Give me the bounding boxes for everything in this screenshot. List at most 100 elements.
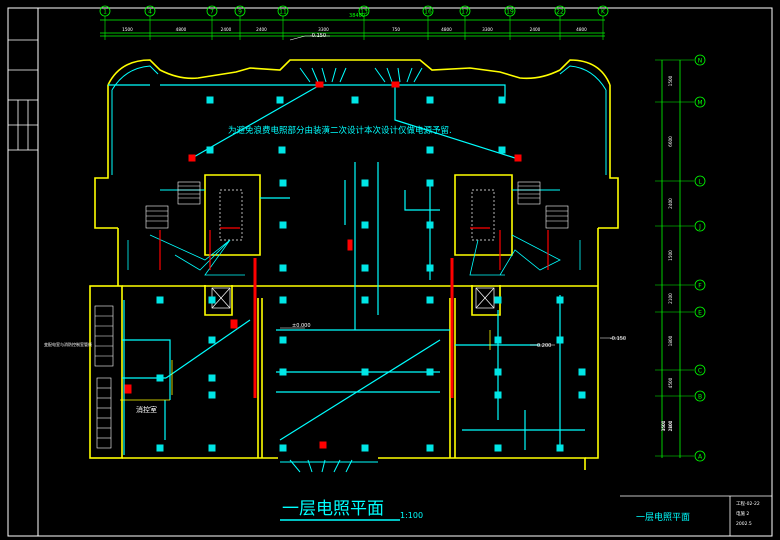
dimension-value: 4500 (668, 377, 673, 388)
elevation-exterior: -0.150 (610, 336, 626, 342)
light-fixture (361, 221, 369, 229)
light-fixture (426, 221, 434, 229)
dimension-value: 2400 (530, 27, 541, 32)
grid-bubble-top: 7 (206, 5, 218, 40)
grid-label-right: B (698, 394, 702, 401)
grid-label-top: 7 (210, 9, 214, 16)
light-fixture (361, 444, 369, 452)
elevation-center: ±0.000 (292, 323, 311, 329)
light-fixture (361, 179, 369, 187)
grid-bubble-right: F (655, 279, 706, 291)
building-walls (89, 59, 619, 470)
bottom-entrance (280, 459, 378, 473)
dimension-value: 3600 (661, 420, 666, 431)
dimension-value: 1500 (668, 75, 673, 86)
dimension-value: 1500 (122, 27, 133, 32)
light-fixture (426, 264, 434, 272)
binding-strip (7, 39, 39, 151)
grid-label-right: C (698, 368, 702, 375)
light-fixture (279, 444, 287, 452)
distribution-panels (124, 81, 522, 449)
dimension-value: 750 (392, 27, 400, 32)
light-fixture (494, 296, 502, 304)
light-fixture (426, 179, 434, 187)
light-fixture (494, 391, 502, 399)
design-note: 为避免浪费电照部分由装潢二次设计本次设计仅做电源予留. (228, 125, 452, 136)
light-fixture (279, 221, 287, 229)
light-fixture (279, 296, 287, 304)
total-dimension: 38400 (349, 13, 365, 19)
dimension-value: 6600 (668, 136, 673, 147)
light-fixture (556, 336, 564, 344)
stair-symbols (94, 181, 569, 449)
light-fixture (208, 391, 216, 399)
grid-label-right: M (697, 100, 702, 107)
white-annotations (280, 35, 625, 346)
grid-bubble-right: E (655, 306, 706, 318)
dimension-value: 2100 (668, 420, 673, 431)
grid-bubble-right: C (655, 364, 706, 376)
grid-bubble-top: 22 (554, 5, 566, 40)
title-block (620, 495, 772, 536)
light-fixture (361, 296, 369, 304)
light-fixture (156, 296, 164, 304)
light-fixture (278, 146, 286, 154)
light-fixture (279, 336, 287, 344)
light-fixture (279, 264, 287, 272)
circuit-lines-yellow (120, 330, 491, 401)
titleblock-date: 2002.5 (736, 521, 752, 527)
light-fixture (279, 179, 287, 187)
grid-bubble-right: A (655, 450, 706, 462)
dims-right-column: 1500660024001500210018004500210018001500… (661, 75, 673, 431)
elevation-right: 0.200 (537, 343, 551, 349)
titleblock-sheet: 电施 2 (736, 510, 749, 517)
grid-label-top: 9 (238, 9, 242, 16)
light-fixture (498, 146, 506, 154)
grid-label-top: 16 (424, 9, 432, 16)
elevator-shafts (211, 287, 495, 309)
light-fixture (206, 146, 214, 154)
sheet-frame (7, 7, 773, 537)
light-fixture (494, 368, 502, 376)
dimension-value: 4800 (441, 27, 452, 32)
light-fixture (208, 444, 216, 452)
grid-bubble-top: 4 (144, 5, 156, 40)
drawing-scale: 1:100 (400, 511, 423, 520)
light-fixture (156, 374, 164, 382)
light-fixture (279, 368, 287, 376)
light-fixture (578, 368, 586, 376)
dimension-value: 3300 (318, 27, 329, 32)
grid-bubble-top: 11 (277, 5, 289, 40)
light-fixture (498, 96, 506, 104)
drawing-title: 一层电照平面 (282, 499, 384, 519)
grid-label-top: 19 (506, 9, 514, 16)
light-fixtures (156, 96, 586, 452)
feeder-lines (253, 258, 454, 398)
light-fixture (556, 444, 564, 452)
dimension-value: 2400 (221, 27, 232, 32)
dimension-value: 2400 (668, 198, 673, 209)
light-fixture (156, 444, 164, 452)
grid-label-right: N (698, 58, 703, 65)
light-fixture (426, 296, 434, 304)
light-fixture (426, 444, 434, 452)
light-fixture (494, 444, 502, 452)
dimension-value: 1800 (668, 335, 673, 346)
feeder-lines-thin (159, 227, 549, 270)
grid-label-right: A (698, 454, 703, 461)
grid-bubble-right: B (655, 390, 706, 402)
light-fixture (361, 264, 369, 272)
dimension-value: 2100 (668, 293, 673, 304)
light-fixture (494, 336, 502, 344)
light-fixture (556, 296, 564, 304)
grid-bubble-top: 1 (99, 5, 111, 40)
grid-bubble-top: 9 (234, 5, 246, 40)
grid-bubble-right: N (655, 54, 706, 66)
light-fixture (361, 368, 369, 376)
light-fixture (208, 374, 216, 382)
wiring (108, 84, 585, 455)
grid-label-top: 1 (103, 9, 107, 16)
